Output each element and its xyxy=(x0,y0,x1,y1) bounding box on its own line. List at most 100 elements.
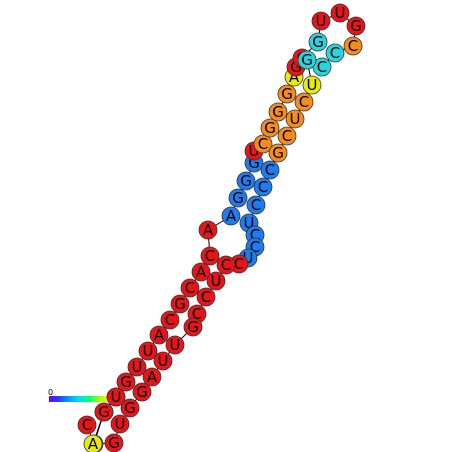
nucleotide-base-label: G xyxy=(240,172,252,190)
nucleotide-base-label: C xyxy=(185,279,195,297)
nucleotide-circle xyxy=(142,367,162,387)
nucleotide-circle xyxy=(198,220,218,240)
nucleotide-circle xyxy=(277,126,297,146)
nucleotide-base-label: U xyxy=(290,110,301,128)
nucleotide: A xyxy=(191,262,211,282)
nucleotide-circle xyxy=(138,341,158,361)
nucleotide-circle xyxy=(77,415,97,435)
nucleotide-circle xyxy=(132,382,152,402)
nucleotide-circle xyxy=(149,325,169,345)
nucleotide-circle xyxy=(260,160,280,180)
nucleotide-base-label: G xyxy=(301,51,313,69)
nucleotide-circle xyxy=(325,43,345,63)
nucleotide-base-label: C xyxy=(251,196,261,214)
nucleotide-base-label: U xyxy=(335,4,346,22)
nucleotide-base-label: U xyxy=(158,352,169,370)
nucleotide-base-label: C xyxy=(234,255,244,273)
nucleotide: U xyxy=(206,271,226,291)
nucleotide: G xyxy=(268,143,288,163)
nucleotide: U xyxy=(127,357,147,377)
nucleotide-base-label: U xyxy=(244,214,255,232)
nucleotide-base-label: G xyxy=(187,318,199,336)
nucleotide: G xyxy=(120,398,140,418)
nucleotide-base-label: U xyxy=(132,358,143,376)
nucleotide-base-label: G xyxy=(232,189,244,207)
nucleotide-base-label: C xyxy=(317,58,327,76)
nucleotide: G xyxy=(104,433,124,452)
nucleotide-base-label: C xyxy=(250,238,260,256)
nucleotide-base-label: U xyxy=(143,342,154,360)
nucleotide-base-label: G xyxy=(264,119,276,137)
nucleotide: C xyxy=(260,160,280,180)
nucleotide-base-label: G xyxy=(281,85,293,103)
nucleotide-base-label: C xyxy=(265,161,275,179)
nucleotide-circle xyxy=(221,206,241,226)
nucleotide-circle xyxy=(206,271,226,291)
nucleotide-circle xyxy=(236,171,256,191)
nucleotide-circle xyxy=(165,335,185,355)
nucleotide-base-label: C xyxy=(201,288,211,306)
nucleotide-base-label: U xyxy=(111,388,122,406)
nucleotide-base-label: C xyxy=(330,44,340,62)
nucleotide: U xyxy=(110,414,130,434)
nucleotide-base-label: G xyxy=(350,17,362,35)
nucleotide-base-label: A xyxy=(154,326,165,344)
nucleotide: G xyxy=(260,118,280,138)
nucleotide-base-label: G xyxy=(290,58,302,76)
nucleotide: C xyxy=(253,177,273,197)
nucleotide: G xyxy=(277,84,297,104)
nucleotide: U xyxy=(165,335,185,355)
nucleotide-circle xyxy=(285,109,305,129)
nucleotide: G xyxy=(94,402,114,422)
nucleotide-circle xyxy=(346,16,366,36)
nucleotide-circle xyxy=(260,118,280,138)
nucleotide: G xyxy=(346,16,366,36)
nucleotides: CUUCGUUACGCACAAGGGUCGGGAGCGUUGCCCGUCUCGC… xyxy=(77,3,366,452)
nucleotide: C xyxy=(253,134,273,154)
nucleotide: G xyxy=(297,50,317,70)
nucleotide: C xyxy=(216,255,236,275)
nucleotide-circle xyxy=(268,143,288,163)
nucleotide-base-label: G xyxy=(108,434,120,452)
nucleotide: G xyxy=(308,32,328,52)
nucleotide-circle xyxy=(94,402,114,422)
nucleotide: G xyxy=(132,382,152,402)
color-scale-min-label: 0 xyxy=(48,388,53,397)
nucleotide-circle xyxy=(302,75,322,95)
nucleotide: A xyxy=(221,206,241,226)
nucleotide-base-label: G xyxy=(124,399,136,417)
nucleotide-base-label: G xyxy=(248,154,260,172)
nucleotide: G xyxy=(236,171,256,191)
nucleotide-base-label: G xyxy=(174,295,186,313)
nucleotide-base-label: C xyxy=(258,178,268,196)
nucleotide-circle xyxy=(330,3,350,23)
nucleotide: U xyxy=(106,387,126,407)
nucleotide: G xyxy=(170,294,190,314)
nucleotide: C xyxy=(294,92,314,112)
nucleotide-base-label: U xyxy=(243,249,254,267)
nucleotide: U xyxy=(302,75,322,95)
nucleotide: C xyxy=(200,246,220,266)
nucleotide-circle xyxy=(180,278,200,298)
nucleotide-circle xyxy=(116,372,136,392)
nucleotide-base-label: C xyxy=(250,226,260,244)
nucleotide-circle xyxy=(191,262,211,282)
nucleotide: C xyxy=(160,310,180,330)
nucleotide-circle xyxy=(246,195,266,215)
nucleotide-base-label: C xyxy=(205,247,215,265)
nucleotide-circle xyxy=(106,387,126,407)
nucleotide-base-label: A xyxy=(203,221,214,239)
nucleotide-circle xyxy=(294,92,314,112)
nucleotide-base-label: C xyxy=(192,305,202,323)
nucleotide: G xyxy=(228,188,248,208)
nucleotide-circle xyxy=(83,434,103,452)
nucleotide-base-label: U xyxy=(307,76,318,94)
nucleotide: C xyxy=(77,415,97,435)
nucleotide-base-label: U xyxy=(249,142,260,160)
nucleotide-base-label: U xyxy=(115,415,126,433)
nucleotide: U xyxy=(311,11,331,31)
color-scale-legend: 0 xyxy=(48,388,109,402)
nucleotide-circle xyxy=(196,287,216,307)
nucleotide: C xyxy=(246,195,266,215)
